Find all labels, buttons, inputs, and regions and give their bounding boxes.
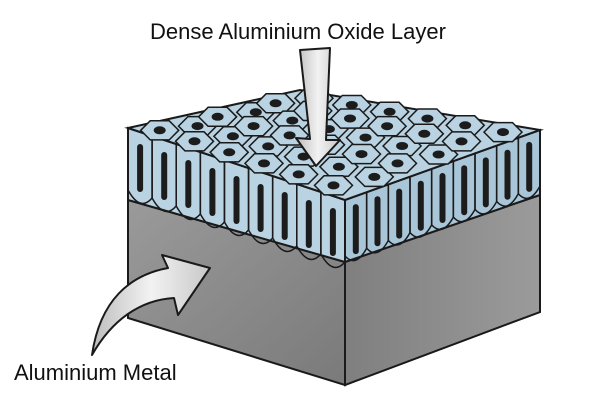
metal-arrow — [91, 254, 211, 356]
oxide-front-columns — [127, 128, 346, 269]
pore-channel — [352, 204, 359, 255]
pore-opening — [383, 107, 396, 116]
pore-channel — [137, 144, 144, 192]
pore-opening — [332, 162, 345, 171]
pore-channel — [461, 165, 468, 216]
oxide-column — [517, 130, 541, 200]
pore-opening — [297, 152, 310, 161]
pore-opening — [286, 116, 299, 125]
oxide-hex-cells — [139, 87, 524, 196]
oxide-layer-arrow — [295, 47, 341, 167]
pore-opening — [258, 159, 270, 168]
pore-opening — [327, 181, 340, 190]
pore-opening — [283, 131, 296, 140]
pore-channel — [396, 188, 403, 239]
oxide-right-columns — [344, 130, 541, 262]
pore-opening — [421, 114, 434, 123]
pore-opening — [368, 172, 381, 181]
pore-opening — [391, 159, 404, 168]
pore-channel — [526, 141, 533, 192]
pore-opening — [381, 122, 394, 131]
pore-opening — [247, 122, 260, 131]
pore-channel — [257, 184, 264, 232]
aluminium-metal-label: Aluminium Metal — [14, 360, 177, 385]
pore-opening — [249, 108, 262, 117]
pore-channel — [185, 160, 192, 208]
pore-opening — [432, 150, 445, 159]
pore-opening — [355, 150, 368, 159]
pore-opening — [211, 112, 224, 121]
pore-opening — [188, 137, 201, 146]
pore-opening — [455, 137, 468, 146]
pore-opening — [262, 142, 275, 151]
pore-opening — [292, 170, 305, 179]
pore-channel — [233, 176, 240, 224]
pore-channel — [482, 157, 489, 208]
pore-channel — [209, 168, 216, 216]
pore-opening — [497, 128, 509, 137]
pore-opening — [226, 132, 239, 141]
pore-channel — [504, 149, 511, 200]
pore-opening — [153, 126, 166, 135]
pore-channel — [329, 208, 336, 256]
oxide-column — [320, 192, 346, 269]
oxide-layer-label: Dense Aluminium Oxide Layer — [150, 19, 446, 44]
pore-opening — [344, 114, 356, 123]
pore-opening — [396, 142, 409, 150]
pore-opening — [269, 99, 282, 108]
pore-opening — [459, 121, 472, 130]
pore-channel — [374, 196, 381, 247]
pore-opening — [418, 129, 431, 138]
pore-channel — [417, 180, 424, 231]
pore-opening — [359, 133, 372, 142]
pore-channel — [439, 173, 446, 223]
pore-channel — [161, 152, 168, 200]
pore-opening — [191, 122, 204, 131]
pore-opening — [345, 101, 358, 109]
pore-channel — [281, 192, 288, 240]
pore-opening — [223, 148, 236, 157]
pore-channel — [305, 200, 312, 248]
